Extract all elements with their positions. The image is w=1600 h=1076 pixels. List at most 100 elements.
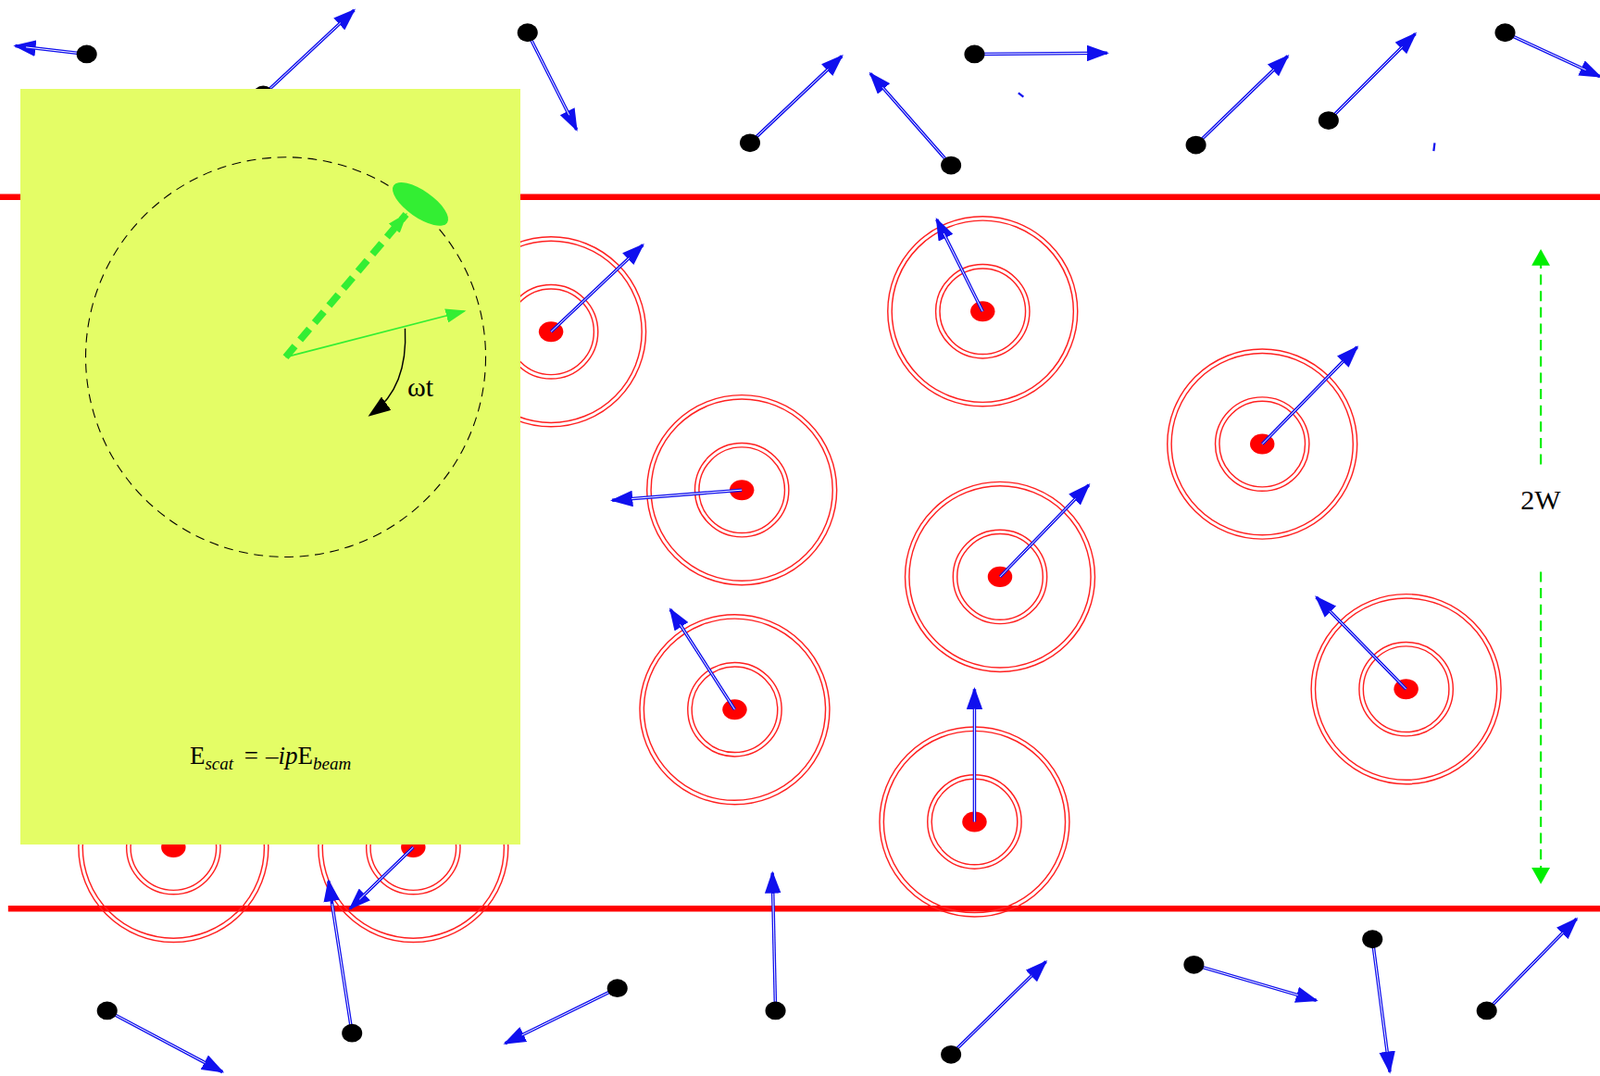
arrow-core: [332, 903, 353, 1034]
velocity-arrow: [670, 609, 735, 710]
atom-dot: [765, 1001, 787, 1021]
velocity-arrow: [950, 962, 1046, 1055]
wave-ring: [650, 399, 833, 581]
atom-dot: [76, 45, 98, 64]
free-atom: [517, 23, 577, 130]
wave-ring: [891, 220, 1074, 402]
formula-term: E: [189, 741, 206, 771]
atom-dot: [940, 1045, 962, 1064]
free-atom: [1183, 955, 1316, 1001]
arrow-core: [631, 489, 742, 499]
velocity-arrow: [262, 10, 354, 96]
velocity-arrow: [772, 873, 775, 1012]
velocity-arrow: [550, 245, 643, 333]
arrow-core: [679, 624, 735, 710]
wave-ring: [936, 264, 1030, 359]
wave-ring: [905, 481, 1096, 672]
dimension-arrow: [1539, 250, 1542, 464]
velocity-arrow: [974, 52, 1107, 54]
wave-ring: [639, 614, 830, 805]
angle-label: ωt: [407, 371, 434, 403]
free-atom: [940, 962, 1047, 1064]
atom-dot: [1318, 111, 1339, 130]
wave-ring: [939, 268, 1026, 355]
arrow-core: [773, 893, 776, 1012]
atom-dot: [963, 45, 985, 64]
atom-dot: [1186, 136, 1207, 155]
atom-dot: [1476, 1001, 1498, 1021]
atom-dot: [341, 1024, 363, 1043]
phasor-circle: [86, 157, 487, 558]
arrow-core: [943, 233, 983, 312]
beam-phasor: [286, 311, 465, 358]
velocity-arrow: [937, 219, 984, 312]
formula-subscript: beam: [312, 753, 351, 775]
velocity-arrow: [612, 489, 742, 500]
free-atom: [1318, 33, 1416, 130]
atom-dot: [97, 1001, 118, 1021]
free-atom: [505, 978, 628, 1043]
atom-dot: [739, 133, 761, 152]
arrow-core: [107, 1010, 206, 1063]
free-atom: [15, 45, 98, 64]
velocity-arrow: [1487, 918, 1577, 1011]
free-atom: [1186, 56, 1288, 155]
arrow-core: [1372, 938, 1388, 1052]
free-atom: [97, 1001, 224, 1073]
velocity-arrow: [1262, 347, 1357, 445]
arrow-core: [1328, 46, 1403, 121]
arrow-core: [1000, 499, 1075, 577]
velocity-arrow: [328, 880, 352, 1033]
wave-ring: [887, 216, 1078, 407]
dimension-label: 2W: [1516, 482, 1564, 518]
atom-dot: [517, 23, 538, 42]
phasor-tip: [386, 174, 455, 234]
velocity-arrow: [870, 73, 951, 165]
arrow-core: [974, 709, 975, 823]
velocity-arrow: [1328, 33, 1416, 121]
atom-dot: [1183, 955, 1204, 975]
wave-ring: [694, 442, 788, 537]
free-atom: [739, 56, 842, 153]
free-atom: [963, 45, 1107, 64]
formula-subscript: scat: [204, 753, 234, 775]
trapped-molecule: [639, 609, 830, 805]
velocity-arrow: [1505, 32, 1600, 76]
scattered-phasor: [286, 213, 407, 357]
free-atoms: [15, 10, 1600, 1073]
formula-line: Escat= –ipEbeam: [20, 741, 521, 775]
trapped-molecule: [879, 688, 1070, 917]
free-atom: [1362, 929, 1390, 1072]
velocity-arrow: [527, 32, 577, 130]
atom-dot: [607, 978, 628, 998]
formula-term: E: [297, 741, 313, 771]
velocity-arrow: [350, 847, 413, 909]
velocity-arrow: [973, 688, 977, 822]
arrow-core: [527, 32, 570, 115]
arrow-core: [1196, 69, 1275, 146]
velocity-arrow: [1193, 964, 1316, 1001]
velocity-arrow: [1372, 938, 1390, 1072]
trapped-molecule: [1167, 347, 1358, 539]
free-atom: [870, 73, 962, 175]
arrow-core: [974, 52, 1088, 55]
velocity-arrow: [1196, 56, 1288, 146]
velocity-arrow: [107, 1010, 224, 1072]
free-atom: [1476, 918, 1577, 1020]
arrow-core: [1329, 611, 1406, 689]
trapped-molecule: [905, 481, 1096, 672]
arrow-core: [950, 975, 1032, 1055]
atom-dot: [940, 156, 962, 175]
free-atom: [765, 873, 787, 1021]
velocity-arrow: [750, 56, 842, 144]
trapped-molecule: [612, 395, 837, 586]
wave-ring: [687, 662, 782, 757]
atom-dot: [1494, 23, 1515, 42]
arrow-core: [1193, 964, 1298, 996]
arrow-core: [522, 987, 618, 1036]
velocity-arrow: [505, 987, 618, 1044]
dimension-arrow: [1539, 571, 1542, 882]
tiny-arrow: [1433, 142, 1435, 151]
atom-dot: [1362, 929, 1383, 949]
wave-ring: [1311, 594, 1501, 785]
